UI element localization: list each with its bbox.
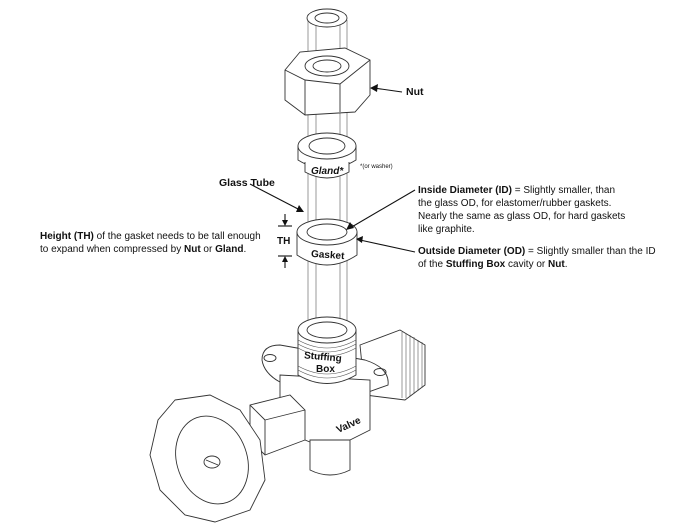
glass-tube-label: Glass Tube — [219, 177, 275, 189]
inside-diameter-text-2: the glass OD, for elastomer/rubber gaske… — [418, 198, 612, 209]
outside-diameter-term: Outside Diameter (OD) — [418, 246, 526, 257]
nut-label: Nut — [406, 86, 424, 98]
height-text-2b: or — [200, 244, 216, 255]
outside-diameter-text-2a: of the — [418, 259, 446, 270]
inside-diameter-text-1: = Slightly smaller, than — [511, 185, 616, 196]
height-annotation: Height (TH) of the gasket needs to be ta… — [40, 230, 261, 256]
inside-diameter-text-4: like graphite. — [418, 224, 475, 235]
inside-diameter-text-3: Nearly the same as glass OD, for hard ga… — [418, 211, 626, 222]
height-term: Height (TH) — [40, 231, 94, 242]
inside-diameter-term: Inside Diameter (ID) — [418, 185, 512, 196]
outside-diameter-text-2b: cavity or — [505, 259, 549, 270]
gland-note: *(or washer) — [360, 164, 393, 170]
outside-diameter-text-2c: . — [564, 259, 568, 270]
outside-diameter-nut: Nut — [548, 259, 565, 270]
inside-diameter-annotation: Inside Diameter (ID) = Slightly smaller,… — [418, 184, 625, 236]
height-text-1: of the gasket needs to be tall enough — [93, 231, 261, 242]
th-label: TH — [277, 236, 291, 247]
height-text-2a: to expand when compressed by — [40, 244, 184, 255]
box-label: Box — [316, 364, 335, 375]
outside-diameter-stuffing-box: Stuffing Box — [445, 259, 506, 270]
height-nut: Nut — [183, 244, 201, 255]
gasket-label: Gasket — [310, 248, 345, 263]
th-dimension — [278, 214, 292, 268]
gland — [297, 132, 357, 179]
outside-diameter-text-1: = Slightly smaller than the ID — [525, 246, 656, 257]
nut — [284, 47, 371, 116]
handwheel — [149, 394, 306, 523]
annotation-arrows — [249, 84, 416, 253]
height-text-2c: . — [243, 244, 247, 255]
gasket — [296, 218, 358, 266]
height-gland: Gland — [215, 244, 244, 255]
gland-label: Gland* — [311, 166, 344, 177]
outside-diameter-annotation: Outside Diameter (OD) = Slightly smaller… — [418, 245, 656, 271]
